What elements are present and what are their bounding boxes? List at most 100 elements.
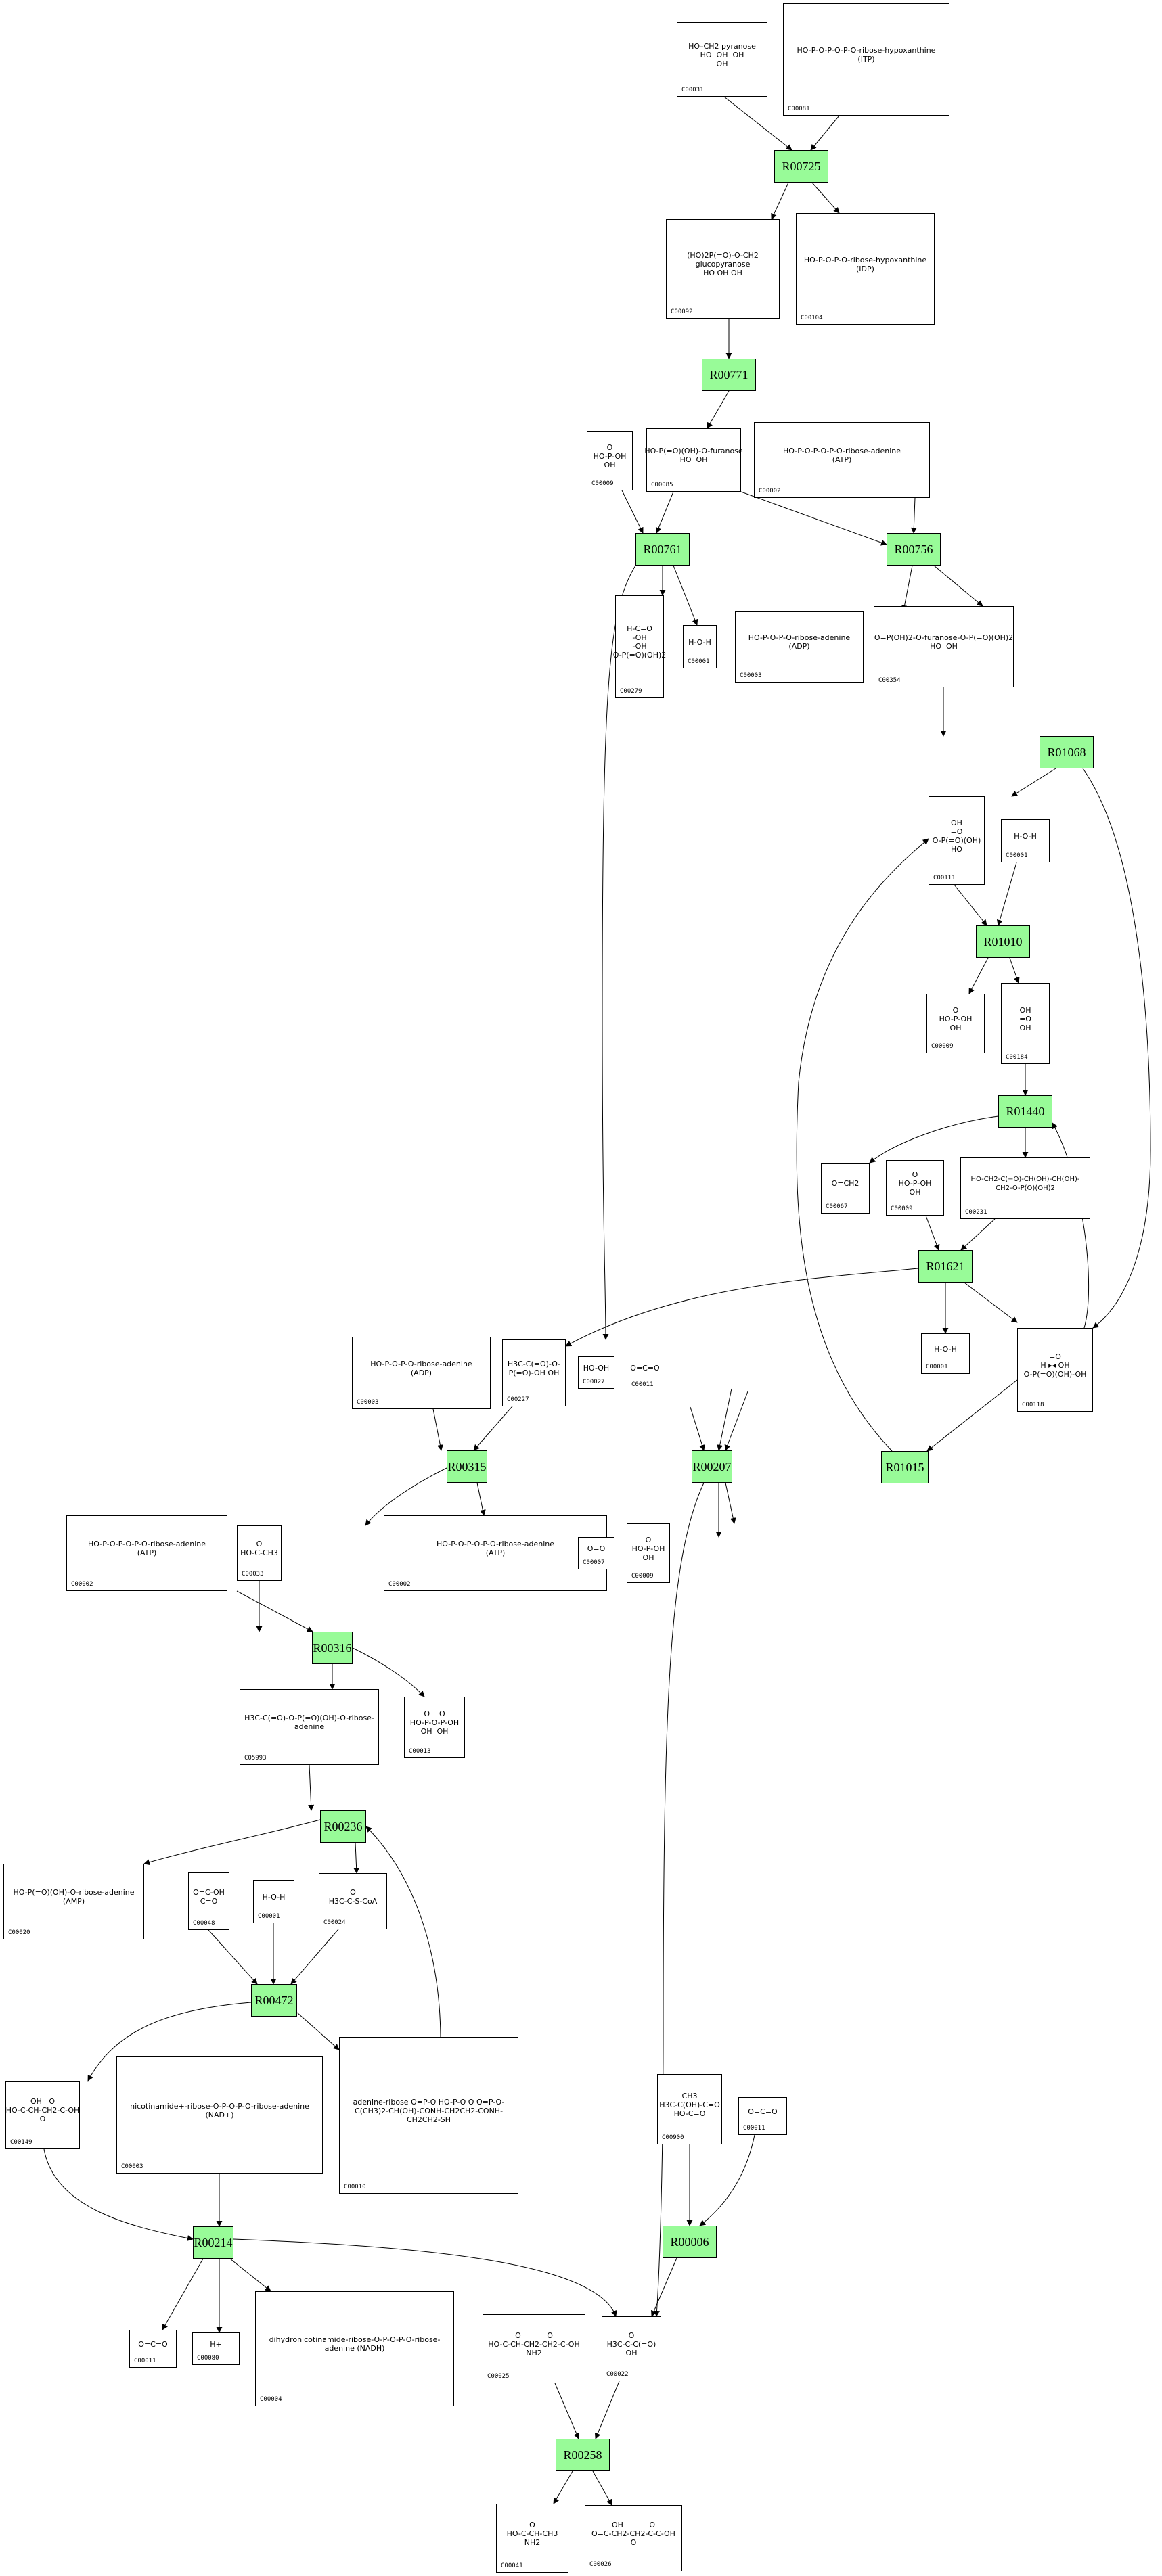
structure-drawing: H-C=O -OH -OH O-P(=O)(OH)2 [612,624,667,660]
compound-id: C00001 [926,1364,948,1371]
reaction-node[interactable]: R01621 [918,1250,973,1283]
reaction-node[interactable]: R00315 [447,1450,487,1483]
reaction-node[interactable]: R01068 [1040,736,1094,768]
compound-node[interactable]: HO-P-O-P-O-ribose-hypoxanthine (IDP)C001… [796,213,935,325]
structure-drawing: OH =O OH [1019,1005,1031,1032]
structure-drawing: HO-P-O-P-O-P-O-ribose-adenine (ATP) [436,1540,555,1557]
reaction-edge [233,2238,617,2317]
compound-node[interactable]: adenine-ribose O=P-O HO-P-O O O=P-O-C(CH… [339,2037,518,2194]
compound-node[interactable]: H-O-H C00001 [921,1333,970,1374]
compound-id: C00067 [826,1203,848,1210]
compound-id: C00031 [681,87,704,93]
reaction-node[interactable]: R00756 [887,533,941,566]
compound-id: C00003 [121,2163,143,2170]
compound-id: C00004 [260,2396,282,2403]
reaction-node[interactable]: R00258 [556,2439,610,2471]
reaction-node[interactable]: R00006 [663,2226,717,2258]
structure-drawing: O HO-P-OH OH [593,442,627,469]
compound-node[interactable]: dihydronicotinamide-ribose-O-P-O-P-O-rib… [255,2291,454,2406]
reaction-node[interactable]: R00316 [312,1632,353,1664]
compound-node[interactable]: HO-P-O-P-O-P-O-ribose-hypoxanthine (ITP)… [783,3,949,116]
compound-id: C00033 [242,1571,264,1578]
compound-node[interactable]: HO-P-O-P-O-ribose-adenine (ADP)C00003 [735,611,864,683]
structure-drawing: H-O-H [934,1344,957,1354]
compound-id: C00024 [323,1919,346,1926]
compound-node[interactable]: O=C=O C00011 [738,2097,787,2135]
reaction-edge [740,491,887,546]
compound-node[interactable]: HO-CH2-C(=O)-CH(OH)-CH(OH)-CH2-O-P(O)(OH… [960,1157,1090,1219]
compound-id: C00011 [743,2125,765,2132]
compound-id: C00231 [965,1209,987,1216]
compound-node[interactable]: HO-P-O-P-O-P-O-ribose-adenine (ATP)C0000… [66,1515,227,1591]
compound-id: C00081 [788,106,810,112]
structure-drawing: HO-P(=O)(OH)-O-ribose-adenine (AMP) [13,1888,135,1906]
reaction-edge [553,2470,573,2504]
compound-node[interactable]: HO-P(=O)(OH)-O-ribose-adenine (AMP) C0002… [3,1864,144,1939]
reaction-node[interactable]: R01440 [998,1095,1052,1128]
reaction-edge [1082,768,1151,1329]
compound-id: C00085 [651,482,673,488]
compound-node[interactable]: nicotinamide+-ribose-O-P-O-P-O-ribose-ad… [116,2056,323,2174]
reaction-node[interactable]: R00207 [692,1450,732,1483]
structure-drawing: O=CH2 [831,1179,859,1188]
reaction-node[interactable]: R01010 [976,925,1030,958]
reaction-node[interactable]: R00236 [320,1810,366,1843]
reaction-edge [432,1408,443,1451]
reaction-node[interactable]: R00761 [635,533,690,566]
compound-id: C00002 [71,1581,93,1588]
structure-drawing: O=C=O [748,2107,778,2116]
reaction-node[interactable]: R01015 [881,1451,929,1484]
structure-drawing: O=O [587,1544,606,1553]
structure-drawing: HO-P-O-P-O-P-O-ribose-hypoxanthine (ITP) [797,46,936,64]
reaction-node[interactable]: R00214 [193,2226,233,2259]
reaction-edge [162,2258,204,2330]
reaction-node[interactable]: R00725 [774,150,828,183]
compound-node[interactable]: H+C00080 [192,2332,240,2365]
structure-drawing: HO-P-O-P-O-ribose-hypoxanthine (IDP) [803,255,927,273]
compound-node[interactable]: HO-P-O-P-O-ribose-adenine (ADP)C00003 [352,1337,491,1409]
compound-node[interactable]: HO-P-O-P-O-P-O-ribose-adenine (ATP)C0000… [384,1515,607,1591]
reaction-node[interactable]: R00771 [702,359,756,391]
compound-node[interactable]: HO-P-O-P-O-P-O-ribose-adenine (ATP)C0000… [754,422,930,498]
reaction-node[interactable]: R00472 [251,1984,297,2017]
reaction-edge [1009,957,1020,984]
reaction-edge [901,565,913,612]
compound-id: C00020 [8,1929,30,1936]
compound-id: C00001 [1006,852,1028,859]
reaction-edge [960,1218,996,1251]
reaction-edge [365,1467,447,1526]
compound-id: C00027 [583,1379,605,1385]
